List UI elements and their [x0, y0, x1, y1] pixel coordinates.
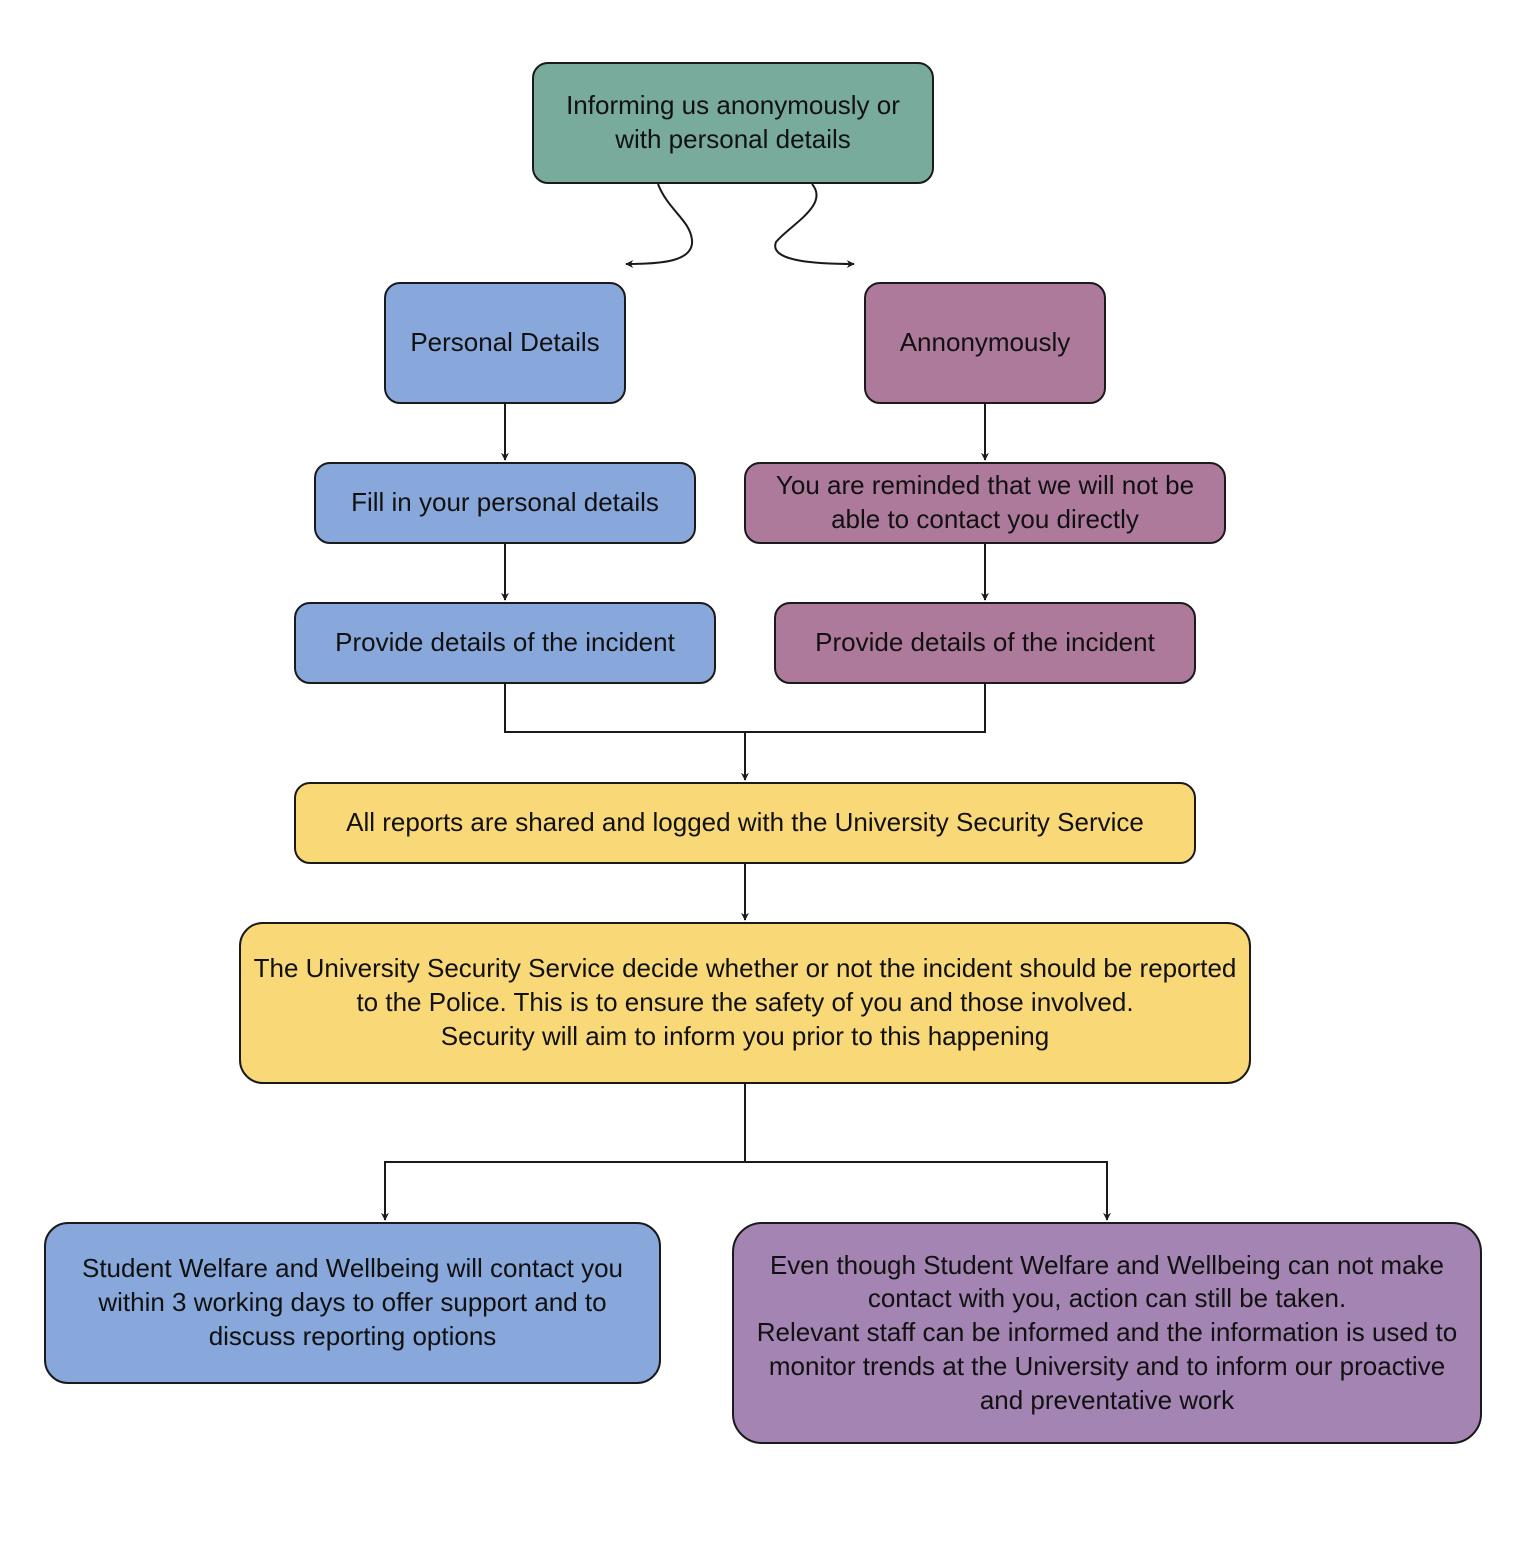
shared-logged-node: All reports are shared and logged with t… [294, 782, 1196, 864]
arrow-root-to-personal [625, 183, 694, 268]
arrow-to-anonymous-action [745, 1161, 1111, 1221]
anonymous-action-label: Even though Student Welfare and Wellbein… [756, 1249, 1458, 1415]
welfare-contact-node: Student Welfare and Wellbeing will conta… [44, 1222, 661, 1384]
provide-incident-anonymous-node: Provide details of the incident [774, 602, 1196, 684]
provide-incident-anonymous-label: Provide details of the incident [815, 627, 1155, 658]
personal-details-node: Personal Details [384, 282, 626, 404]
provide-incident-personal-node: Provide details of the incident [294, 602, 716, 684]
arrow-root-to-anonymous [774, 183, 855, 268]
anonymously-node: Annonymously [864, 282, 1106, 404]
fill-in-details-node: Fill in your personal details [314, 462, 696, 544]
provide-incident-personal-label: Provide details of the incident [335, 627, 675, 658]
arrow-to-welfare [381, 1161, 745, 1221]
security-decision-node: The University Security Service decide w… [239, 922, 1251, 1084]
reminder-node: You are reminded that we will not be abl… [744, 462, 1226, 544]
anonymously-label: Annonymously [899, 327, 1071, 358]
security-decision-label: The University Security Service decide w… [253, 953, 1237, 1051]
fill-in-details-label: Fill in your personal details [351, 487, 659, 518]
start-node-label: Informing us anonymously or with persona… [566, 90, 900, 154]
anonymous-action-node: Even though Student Welfare and Wellbein… [732, 1222, 1482, 1444]
shared-logged-label: All reports are shared and logged with t… [346, 807, 1144, 838]
start-node: Informing us anonymously or with persona… [532, 62, 934, 184]
welfare-contact-label: Student Welfare and Wellbeing will conta… [81, 1253, 623, 1351]
connector-merge [504, 684, 986, 733]
reminder-label: You are reminded that we will not be abl… [775, 470, 1195, 534]
personal-details-label: Personal Details [410, 327, 600, 358]
